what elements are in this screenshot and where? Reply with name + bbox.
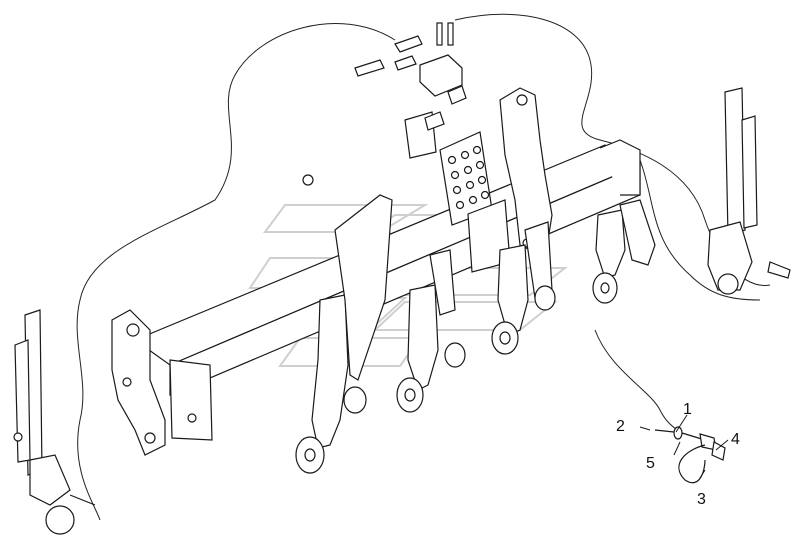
callout-4: 4 — [731, 431, 740, 448]
callout-3: 3 — [697, 491, 706, 508]
right-marker-rod — [707, 87, 791, 295]
hose-coupling-detail — [654, 426, 726, 484]
callout-5: 5 — [646, 455, 655, 472]
hub-flanges — [295, 272, 618, 474]
left-marker-rod — [13, 309, 96, 535]
callout-1: 1 — [683, 401, 692, 418]
callout-leaders — [639, 414, 729, 479]
main-frame-beam — [133, 139, 642, 441]
valve-block — [302, 22, 467, 186]
mounting-plate-holes — [404, 111, 511, 273]
left-side-plate — [111, 309, 166, 456]
shank-arms — [311, 194, 656, 449]
callout-2: 2 — [616, 418, 625, 435]
right-side-plate — [499, 87, 553, 251]
